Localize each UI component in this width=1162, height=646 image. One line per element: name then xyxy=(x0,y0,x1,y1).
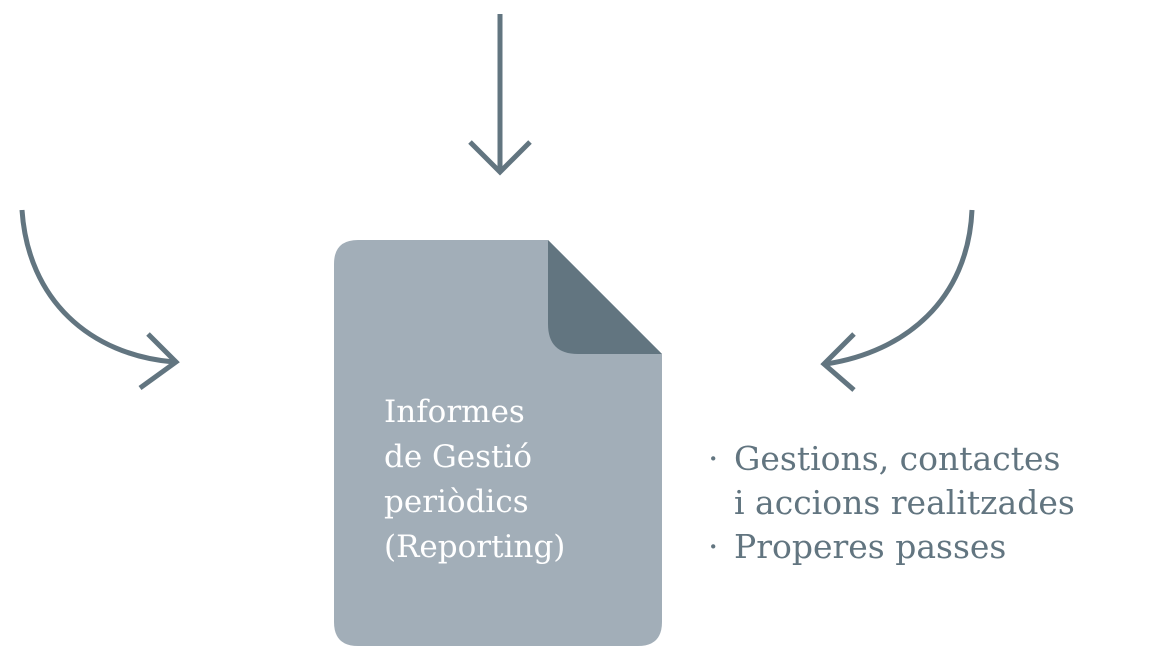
report-document: Informes de Gestió periòdics (Reporting) xyxy=(334,240,662,646)
bullet-marker: · xyxy=(708,439,719,478)
left-arrow-head xyxy=(138,332,180,391)
document-title-line: (Reporting) xyxy=(384,529,566,565)
bullet-marker: · xyxy=(708,527,719,566)
document-title-line: periòdics xyxy=(384,484,529,520)
right-arrow-curve xyxy=(825,209,975,367)
bullet-text-line: Properes passes xyxy=(734,527,1007,566)
left-arrow-curve xyxy=(19,209,175,365)
document-title: Informes de Gestió periòdics (Reporting) xyxy=(384,390,654,570)
document-fold xyxy=(548,240,662,354)
document-title-line: de Gestió xyxy=(384,439,533,475)
bullet-text-line: i accions realitzades xyxy=(734,483,1075,522)
bullet-item: · Gestions, contactes i accions realitzad… xyxy=(708,437,1075,525)
document-icon xyxy=(334,240,662,646)
bullet-text-line: Gestions, contactes xyxy=(734,439,1061,478)
bullet-item: · Properes passes xyxy=(708,525,1075,569)
right-arrow-head xyxy=(820,332,856,392)
bullet-list: · Gestions, contactes i accions realitzad… xyxy=(708,437,1075,569)
top-arrow-head xyxy=(468,140,532,176)
document-title-line: Informes xyxy=(384,394,525,430)
